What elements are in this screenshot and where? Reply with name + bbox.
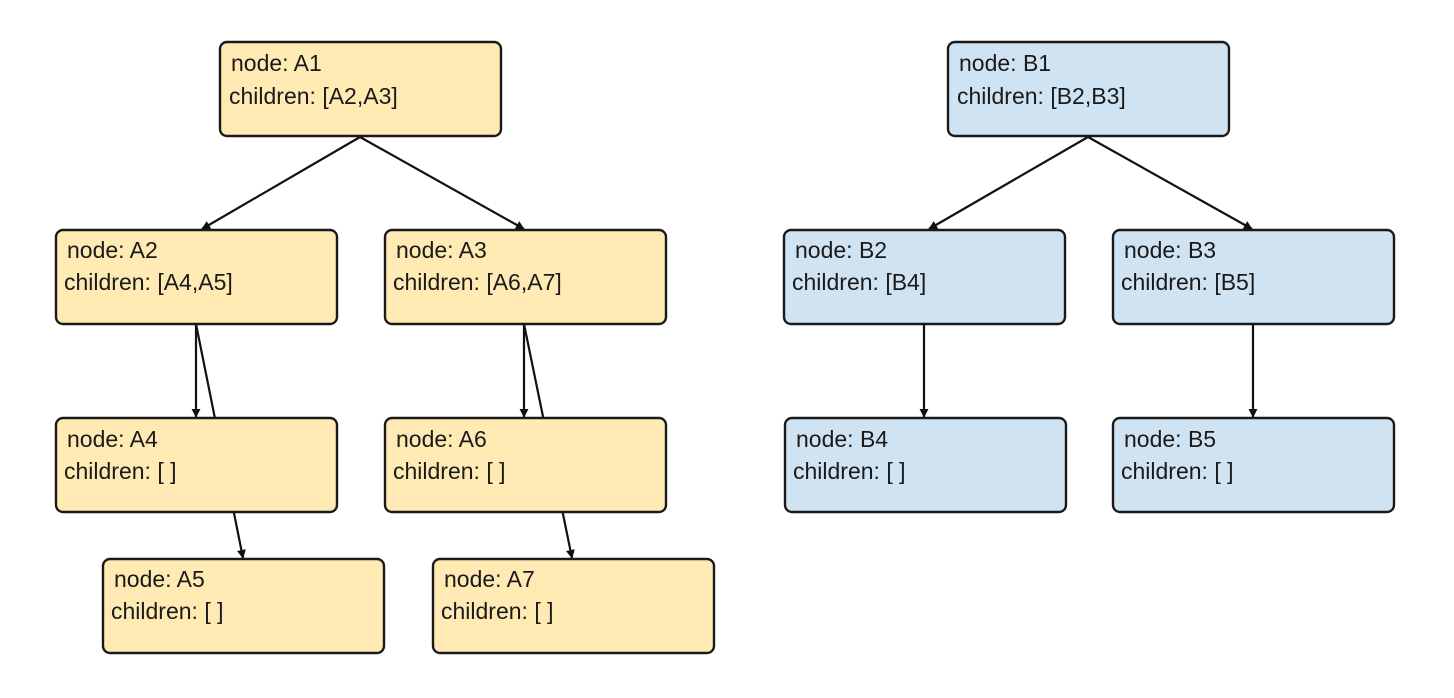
node-a7[interactable]: node: A7 children: [ ] (431, 557, 716, 655)
node-a6[interactable]: node: A6 children: [ ] (383, 416, 668, 514)
node-b5[interactable]: node: B5 children: [ ] (1111, 416, 1396, 514)
node-label: node: A4 (67, 426, 158, 452)
edge-b1-b2 (928, 136, 1089, 230)
node-box (782, 228, 1067, 326)
node-label: node: B2 (795, 237, 887, 263)
node-label: node: B3 (1124, 237, 1216, 263)
node-box (1111, 416, 1396, 514)
node-box (946, 40, 1231, 138)
node-a2[interactable]: node: A2 children: [A4,A5] (54, 228, 339, 326)
node-label: node: A6 (396, 426, 487, 452)
node-box (218, 40, 503, 138)
children-label: children: [ ] (111, 598, 224, 624)
children-label: children: [ ] (64, 458, 177, 484)
children-label: children: [B5] (1121, 269, 1255, 295)
node-box (101, 557, 386, 655)
node-label: node: A5 (114, 566, 205, 592)
children-label: children: [ ] (793, 458, 906, 484)
node-box (54, 228, 339, 326)
node-b2[interactable]: node: B2 children: [B4] (782, 228, 1067, 326)
tree-a: node: A1 children: [A2,A3] node: A2 chil… (54, 40, 716, 655)
node-label: node: A2 (67, 237, 158, 263)
edges-tree-b (919, 136, 1258, 418)
children-label: children: [ ] (1121, 458, 1234, 484)
node-box (383, 228, 668, 326)
edge-a1-a3 (359, 136, 525, 230)
node-a4[interactable]: node: A4 children: [ ] (54, 416, 339, 514)
node-box (431, 557, 716, 655)
node-a5[interactable]: node: A5 children: [ ] (101, 557, 386, 655)
node-a3[interactable]: node: A3 children: [A6,A7] (383, 228, 668, 326)
edge-a1-a2 (201, 136, 361, 230)
children-label: children: [B2,B3] (957, 83, 1126, 109)
node-label: node: B5 (1124, 426, 1216, 452)
node-b4[interactable]: node: B4 children: [ ] (783, 416, 1068, 514)
children-label: children: [A2,A3] (229, 83, 398, 109)
node-label: node: A3 (396, 237, 487, 263)
node-box (54, 416, 339, 514)
node-b1[interactable]: node: B1 children: [B2,B3] (946, 40, 1231, 138)
node-box (1111, 228, 1396, 326)
children-label: children: [B4] (792, 269, 926, 295)
children-label: children: [A4,A5] (64, 269, 233, 295)
node-a1[interactable]: node: A1 children: [A2,A3] (218, 40, 503, 138)
edge-b1-b3 (1087, 136, 1253, 230)
children-label: children: [ ] (441, 598, 554, 624)
node-label: node: A1 (231, 50, 322, 76)
node-label: node: B1 (959, 50, 1051, 76)
children-label: children: [ ] (393, 458, 506, 484)
node-label: node: A7 (444, 566, 535, 592)
node-box (783, 416, 1068, 514)
node-label: node: B4 (796, 426, 888, 452)
node-box (383, 416, 668, 514)
tree-b: node: B1 children: [B2,B3] node: B2 chil… (782, 40, 1396, 514)
node-b3[interactable]: node: B3 children: [B5] (1111, 228, 1396, 326)
children-label: children: [A6,A7] (393, 269, 562, 295)
